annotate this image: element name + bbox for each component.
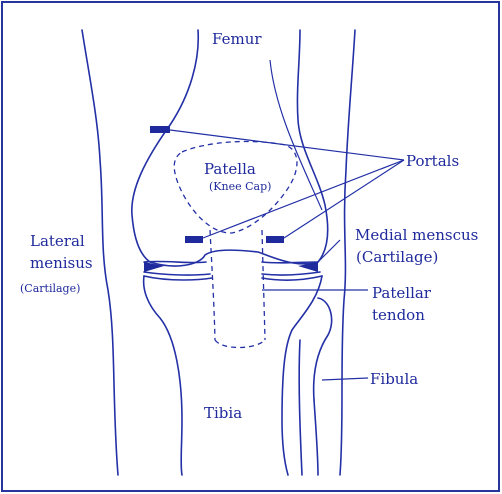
leader-fibula	[322, 378, 368, 380]
portal-upper	[150, 126, 170, 133]
portal-lateral	[185, 236, 203, 243]
leader-medial-meniscus	[318, 240, 340, 262]
label-patellar-line1: Patellar	[372, 284, 432, 302]
patellar-tendon-outline	[210, 230, 265, 348]
portal-medial	[266, 236, 284, 243]
tibia-outline-right	[282, 276, 322, 475]
label-patellar-line2: tendon	[372, 306, 425, 324]
label-lateral-line2: menisus	[30, 254, 93, 272]
femur-shaft	[132, 30, 198, 262]
label-fibula: Fibula	[370, 370, 418, 388]
leader-portals-upper	[170, 130, 404, 160]
tibia-plateau	[144, 276, 322, 280]
tibia-outline-left	[144, 276, 182, 475]
label-lateral-line3: (Cartilage)	[20, 282, 80, 295]
label-portals: Portals	[406, 152, 459, 170]
fibula-head	[314, 298, 332, 400]
label-patella: Patella	[204, 160, 256, 178]
label-medial-line2: (Cartilage)	[356, 248, 438, 266]
femur-notch	[270, 60, 322, 210]
label-medial-line1: Medial menscus	[355, 226, 478, 244]
label-knee-cap: (Knee Cap)	[209, 180, 271, 193]
leg-outline-left	[82, 30, 118, 475]
label-tibia: Tibia	[204, 404, 242, 422]
label-femur: Femur	[212, 30, 262, 48]
leg-outline-right	[340, 30, 355, 475]
label-lateral-line1: Lateral	[30, 232, 85, 250]
fibula-shaft	[299, 340, 318, 475]
